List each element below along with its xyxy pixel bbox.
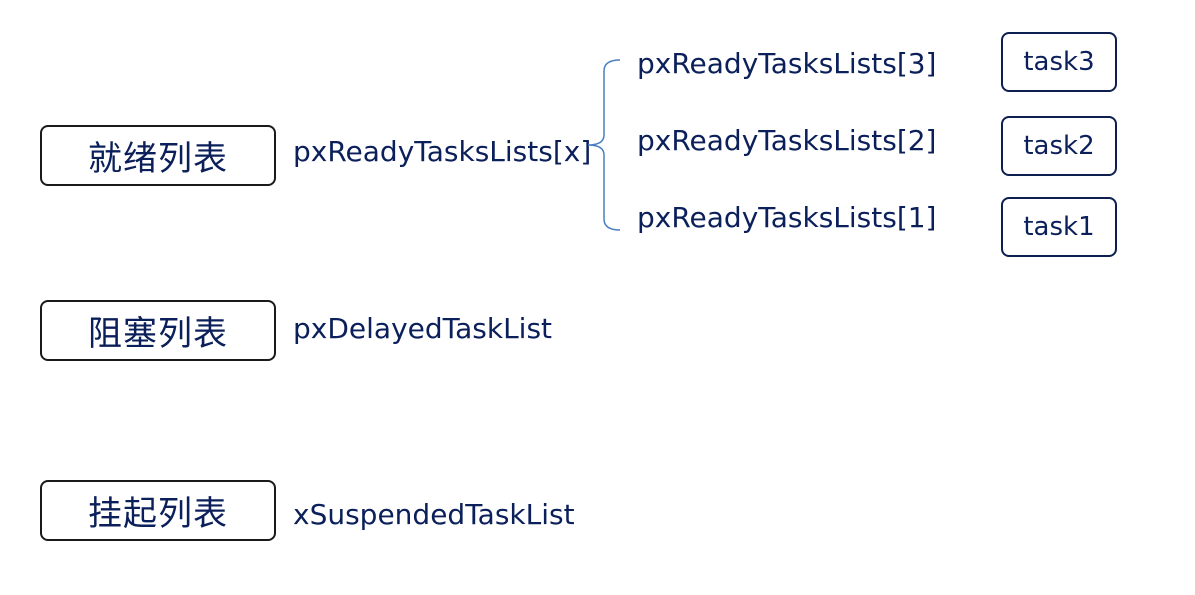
task1-box: task1 bbox=[1001, 197, 1117, 257]
ready-list-box: 就绪列表 bbox=[40, 125, 276, 186]
ready-list-priority-2: pxReadyTasksLists[2] bbox=[637, 124, 937, 157]
ready-list-priority-3: pxReadyTasksLists[3] bbox=[637, 47, 937, 80]
suspended-list-name: xSuspendedTaskList bbox=[293, 498, 575, 531]
blocked-list-name: pxDelayedTaskList bbox=[293, 312, 553, 345]
blocked-list-box: 阻塞列表 bbox=[40, 300, 276, 361]
suspended-list-box: 挂起列表 bbox=[40, 480, 276, 541]
brace-connector bbox=[587, 59, 621, 231]
task2-box: task2 bbox=[1001, 116, 1117, 176]
ready-list-priority-1: pxReadyTasksLists[1] bbox=[637, 201, 937, 234]
task3-box: task3 bbox=[1001, 32, 1117, 92]
ready-list-name: pxReadyTasksLists[x] bbox=[293, 135, 592, 168]
